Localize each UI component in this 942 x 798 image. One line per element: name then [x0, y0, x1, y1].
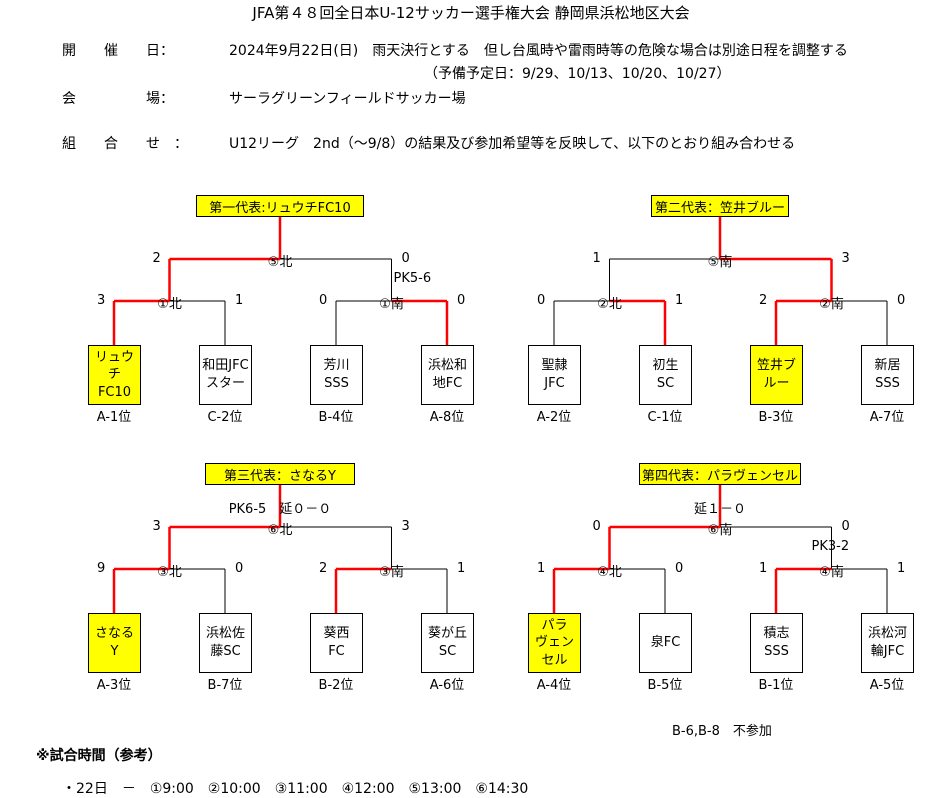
- final-right-score: 3: [401, 519, 410, 534]
- team-rank: A-3位: [96, 678, 132, 693]
- semi-right-score: 1: [675, 293, 684, 308]
- semi-match-label: ③北: [157, 565, 182, 580]
- team-rank: A-8位: [429, 410, 465, 425]
- team-box: 葵西 FC: [310, 613, 363, 673]
- team-box: 芳川 SSS: [310, 345, 363, 405]
- semi-match-label: ④北: [597, 565, 622, 580]
- absent-note: B-6,B-8 不参加: [672, 724, 772, 739]
- representative-label: 第一代表:リュウチFC10: [196, 195, 364, 217]
- team-box: 新居 SSS: [861, 345, 914, 405]
- venue-label: 会 場：: [62, 91, 174, 107]
- date-reserve: （予備予定日：9/29、10/13、10/20、10/27）: [424, 66, 731, 82]
- final-match-label: ⑥北: [267, 523, 293, 538]
- semi-right-score: 0: [457, 293, 466, 308]
- team-rank: C-2位: [207, 410, 243, 425]
- semi-right-score: 1: [897, 561, 906, 576]
- semi-match-label: ④南: [819, 565, 844, 580]
- date-label: 開 催 日：: [62, 43, 174, 59]
- semi-note: PK3-2: [811, 539, 850, 554]
- team-box: リュウチ FC10: [88, 345, 141, 405]
- final-left-score: 2: [152, 251, 161, 266]
- team-box: 浜松和 地FC: [421, 345, 474, 405]
- team-rank: A-4位: [536, 678, 572, 693]
- semi-match-label: ②北: [597, 297, 622, 312]
- team-box: 笠井ブ ルー: [750, 345, 803, 405]
- team-rank: A-6位: [429, 678, 465, 693]
- team-rank: B-1位: [758, 678, 794, 693]
- final-note: PK6-5 延０－０: [228, 502, 332, 517]
- semi-left-score: 0: [319, 293, 328, 308]
- team-rank: A-7位: [869, 410, 905, 425]
- team-box: 積志 SSS: [750, 613, 803, 673]
- team-rank: B-5位: [647, 678, 683, 693]
- semi-left-score: 2: [759, 293, 768, 308]
- semi-left-score: 3: [97, 293, 106, 308]
- final-left-score: 0: [592, 519, 601, 534]
- schedule-title: ※試合時間（参考）: [36, 748, 162, 764]
- semi-match-label: ①北: [157, 297, 182, 312]
- final-right-score: 3: [841, 251, 850, 266]
- team-box: 初生 SC: [639, 345, 692, 405]
- representative-label: 第二代表：笠井ブルー: [651, 195, 789, 217]
- final-left-score: 3: [152, 519, 161, 534]
- venue-value: サーラグリーンフィールドサッカー場: [229, 91, 466, 107]
- team-box: 和田JFC スター: [199, 345, 252, 405]
- semi-left-score: 2: [319, 561, 328, 576]
- team-rank: A-2位: [536, 410, 572, 425]
- team-box: 聖隷 JFC: [528, 345, 581, 405]
- schedule-line: ・22日 － ①9:00 ②10:00 ③11:00 ④12:00 ⑤13:00…: [62, 781, 529, 797]
- page-title: JFA第４８回全日本U-12サッカー選手権大会 静岡県浜松地区大会: [252, 4, 690, 22]
- final-right-score: 0: [401, 251, 410, 266]
- semi-left-score: 0: [537, 293, 546, 308]
- semi-match-label: ③南: [379, 565, 404, 580]
- pairing-value: U12リーグ 2nd（～9/8）の結果及び参加希望等を反映して、以下のとおり組み…: [229, 136, 796, 152]
- team-box: パラ ヴェン セル: [528, 613, 581, 673]
- team-rank: C-1位: [647, 410, 683, 425]
- team-rank: B-4位: [318, 410, 354, 425]
- team-box: 葵が丘 SC: [421, 613, 474, 673]
- team-rank: B-2位: [318, 678, 354, 693]
- semi-right-score: 1: [235, 293, 244, 308]
- final-match-label: ⑥南: [707, 523, 733, 538]
- pairing-label: 組 合 せ ：: [62, 136, 188, 152]
- final-note: PK5-6: [393, 271, 432, 286]
- team-rank: B-3位: [758, 410, 794, 425]
- team-box: 泉FC: [639, 613, 692, 673]
- semi-right-score: 1: [457, 561, 466, 576]
- final-left-score: 1: [592, 251, 601, 266]
- team-rank: A-5位: [869, 678, 905, 693]
- representative-label: 第四代表：パラヴェンセル: [639, 463, 801, 485]
- final-match-label: ⑤南: [707, 255, 733, 270]
- final-match-label: ⑤北: [267, 255, 293, 270]
- team-rank: B-7位: [207, 678, 243, 693]
- semi-right-score: 0: [235, 561, 244, 576]
- team-box: さなる Y: [88, 613, 141, 673]
- semi-left-score: 1: [537, 561, 546, 576]
- semi-right-score: 0: [897, 293, 906, 308]
- semi-match-label: ①南: [379, 297, 404, 312]
- final-note: 延１－０: [693, 502, 747, 517]
- semi-left-score: 1: [759, 561, 768, 576]
- semi-right-score: 0: [675, 561, 684, 576]
- team-box: 浜松河 輪JFC: [861, 613, 914, 673]
- final-right-score: 0: [841, 519, 850, 534]
- team-box: 浜松佐 藤SC: [199, 613, 252, 673]
- team-rank: A-1位: [96, 410, 132, 425]
- semi-left-score: 9: [97, 561, 106, 576]
- date-value: 2024年9月22日(日) 雨天決行とする 但し台風時や雷雨時等の危険な場合は別…: [229, 43, 848, 59]
- semi-match-label: ②南: [819, 297, 844, 312]
- representative-label: 第三代表：さなるY: [205, 463, 355, 485]
